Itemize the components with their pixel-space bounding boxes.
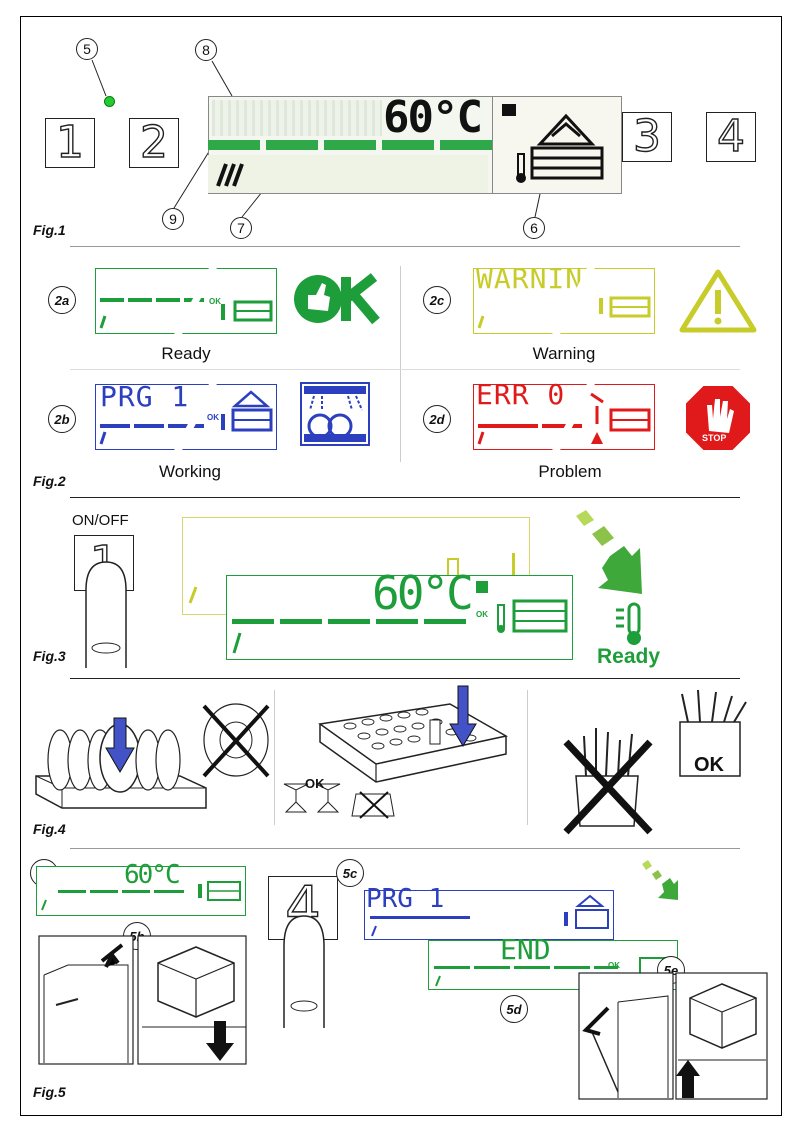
page-frame bbox=[20, 16, 782, 1116]
stop-text: STOP bbox=[702, 433, 727, 443]
divider-1 bbox=[70, 246, 740, 247]
key-3[interactable]: 3 bbox=[622, 112, 672, 162]
level-bar-display bbox=[208, 140, 496, 150]
fig5-working-display-graphics bbox=[370, 894, 609, 937]
fig3-display-graphics bbox=[232, 581, 568, 654]
working-ok-tag: OK bbox=[207, 413, 219, 422]
fig1-label: Fig.1 bbox=[33, 222, 66, 238]
badge-2a: 2a bbox=[48, 286, 76, 314]
key-1[interactable]: 1 bbox=[45, 118, 95, 168]
fig1-leader-lines bbox=[91, 59, 541, 218]
glass-rack-illustration bbox=[283, 685, 509, 819]
plate-rack-illustration bbox=[35, 703, 270, 809]
fig3-ok-tag: OK bbox=[476, 610, 488, 619]
warning-display-graphics bbox=[477, 262, 651, 342]
fig5-ready-display-graphics bbox=[41, 881, 241, 911]
callout-6: 6 bbox=[523, 217, 545, 239]
badge-2b: 2b bbox=[48, 405, 76, 433]
wash-chamber-icon bbox=[502, 104, 604, 183]
divider-2 bbox=[70, 497, 740, 498]
fig5-working-display bbox=[364, 890, 614, 940]
fig2-vertical-divider bbox=[400, 266, 401, 462]
badge-2c: 2c bbox=[423, 286, 451, 314]
fig5-end-display bbox=[428, 940, 678, 990]
ready-display-graphics bbox=[99, 262, 273, 342]
warning-triangle-icon bbox=[679, 269, 757, 333]
ready-label: Ready bbox=[597, 645, 661, 668]
end-text: END bbox=[500, 933, 551, 966]
badge-5d: 5d bbox=[500, 995, 528, 1023]
callout-9: 9 bbox=[162, 208, 184, 230]
badge-2d: 2d bbox=[423, 405, 451, 433]
callout-5: 5 bbox=[76, 38, 98, 60]
status-led bbox=[104, 96, 115, 107]
onoff-label: ON/OFF bbox=[72, 512, 129, 529]
working-wash-icon bbox=[300, 382, 370, 446]
fig5-finger-icon bbox=[283, 915, 325, 1028]
warning-caption: Warning bbox=[532, 344, 596, 363]
fig5-ok-tag: OK bbox=[608, 961, 620, 970]
callout-8: 8 bbox=[195, 39, 217, 61]
badge-5c: 5c bbox=[336, 859, 364, 887]
problem-display-graphics bbox=[477, 378, 651, 458]
callout-7: 7 bbox=[230, 217, 252, 239]
key-2[interactable]: 2 bbox=[129, 118, 179, 168]
ready-ok-tag: OK bbox=[209, 297, 221, 306]
fig4-label: Fig.4 bbox=[33, 821, 66, 837]
fig4-divider-right bbox=[527, 690, 528, 825]
cutlery-illustration bbox=[563, 689, 747, 835]
working-display-graphics bbox=[99, 378, 273, 458]
warning-text: WARNIN bbox=[476, 262, 584, 295]
fig3-label: Fig.3 bbox=[33, 648, 66, 664]
fig5-program-text: PRG 1 bbox=[366, 884, 445, 914]
error-text: ERR 0 bbox=[476, 378, 566, 411]
problem-caption: Problem bbox=[538, 462, 602, 481]
fig5-progress-arrow bbox=[642, 860, 678, 900]
fig5-label: Fig.5 bbox=[33, 1084, 66, 1100]
divider-3 bbox=[70, 678, 740, 679]
ready-caption: Ready bbox=[161, 344, 211, 363]
working-program-text: PRG 1 bbox=[100, 380, 190, 413]
close-hood-illustration bbox=[578, 972, 768, 1100]
lower-segment-area bbox=[208, 155, 488, 193]
wash-arm-icon bbox=[216, 163, 244, 187]
open-hood-illustration bbox=[38, 935, 247, 1065]
display-ghost-pattern bbox=[212, 100, 382, 136]
ok-thumb-icon bbox=[294, 273, 380, 325]
divider-4 bbox=[70, 848, 740, 849]
progress-arrow-icon bbox=[576, 510, 642, 594]
fig5-temperature: 60°C bbox=[124, 860, 181, 890]
fig2-label: Fig.2 bbox=[33, 473, 66, 489]
glass-ok-label: OK bbox=[305, 776, 325, 791]
cutlery-ok-label: OK bbox=[694, 754, 724, 776]
fig3-temperature: 60°C bbox=[372, 566, 474, 620]
fig4-divider-left bbox=[274, 690, 275, 825]
thermometer-icon bbox=[616, 602, 641, 645]
stop-sign-icon bbox=[684, 384, 752, 452]
temperature-readout: 60°C bbox=[383, 92, 483, 143]
finger-press-icon bbox=[85, 561, 127, 668]
fig2-horizontal-divider bbox=[70, 369, 740, 370]
key-4[interactable]: 4 bbox=[706, 112, 756, 162]
working-caption: Working bbox=[158, 462, 222, 481]
